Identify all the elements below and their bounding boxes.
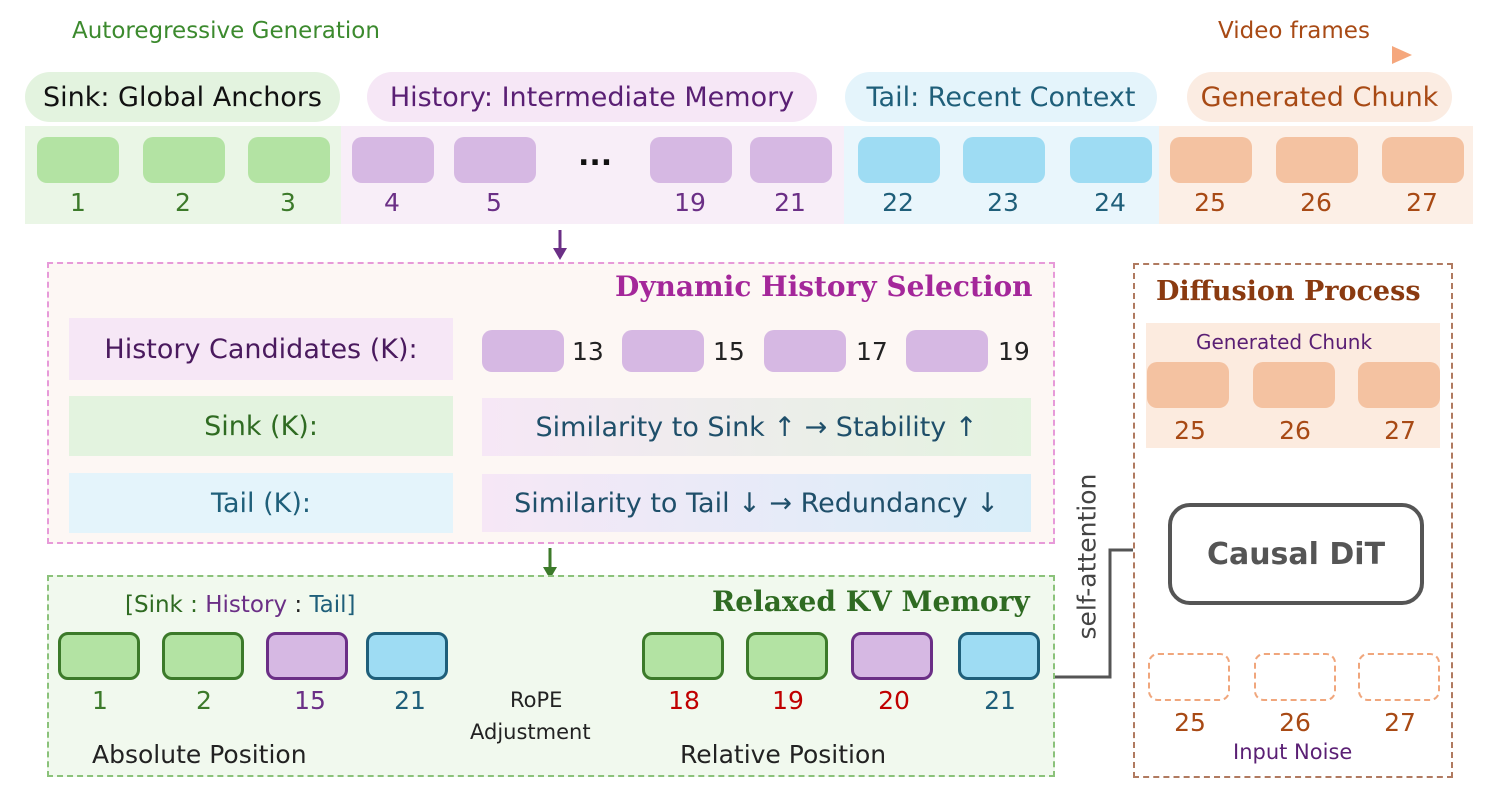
frame-token	[1070, 137, 1152, 183]
memory-token	[366, 632, 448, 680]
frame-token	[1170, 137, 1252, 183]
frame-index: 23	[987, 188, 1019, 217]
candidate-index: 17	[856, 337, 888, 366]
candidate-token	[906, 330, 988, 372]
selection-title: Dynamic History Selection	[615, 270, 1033, 303]
frame-index: 26	[1300, 188, 1332, 217]
rope-label: Adjustment	[470, 720, 591, 744]
candidate-token	[482, 330, 564, 372]
frame-token	[750, 137, 832, 183]
memory-token	[58, 632, 140, 680]
order-bracket: [Sink : History : Tail]	[125, 592, 356, 618]
frame-index: 19	[674, 188, 706, 217]
noise-token	[1358, 653, 1440, 701]
generated-chunk-label: Generated Chunk	[1196, 330, 1373, 354]
absolute-index: 1	[92, 686, 108, 715]
tail-k-label: Tail (K):	[69, 473, 453, 533]
output-index: 26	[1279, 416, 1311, 445]
sink-rule: Similarity to Sink ↑ → Stability ↑	[482, 398, 1031, 456]
diffusion-title: Diffusion Process	[1156, 276, 1421, 307]
frame-token	[963, 137, 1045, 183]
causal-dit-label: Causal DiT	[1206, 536, 1386, 572]
noise-token	[1254, 653, 1336, 701]
frame-index: 4	[384, 188, 400, 217]
memory-token	[851, 632, 933, 680]
frame-token	[352, 137, 434, 183]
frame-token	[37, 137, 119, 183]
candidate-token	[764, 330, 846, 372]
frame-token	[454, 137, 536, 183]
memory-token	[746, 632, 828, 680]
frame-index: 22	[882, 188, 914, 217]
legend-generated: Generated Chunk	[1187, 72, 1452, 122]
frame-index: 2	[175, 188, 191, 217]
tail-rule: Similarity to Tail ↓ → Redundancy ↓	[482, 474, 1031, 532]
absolute-index: 2	[196, 686, 212, 715]
candidate-index: 13	[572, 337, 604, 366]
legend-sink: Sink: Global Anchors	[25, 72, 340, 122]
frame-token	[650, 137, 732, 183]
absolute-index: 15	[294, 686, 326, 715]
candidate-index: 19	[998, 337, 1030, 366]
order-sink: [Sink :	[125, 592, 206, 618]
relative-position-label: Relative Position	[680, 740, 887, 769]
legend-history: History: Intermediate Memory	[367, 72, 817, 122]
input-noise-label: Input Noise	[1233, 740, 1353, 764]
frame-index: 24	[1094, 188, 1126, 217]
output-token	[1358, 362, 1440, 408]
sink-k-label: Sink (K):	[69, 396, 453, 456]
absolute-position-label: Absolute Position	[92, 740, 307, 769]
memory-token	[642, 632, 724, 680]
candidate-token	[622, 330, 704, 372]
frame-token	[1276, 137, 1358, 183]
ellipsis: ...	[578, 138, 613, 173]
video-frames-label: Video frames	[1218, 18, 1370, 44]
relative-index: 21	[984, 686, 1016, 715]
causal-dit-block: Causal DiT	[1168, 503, 1424, 605]
frame-index: 25	[1194, 188, 1226, 217]
frame-index: 5	[486, 188, 502, 217]
output-index: 25	[1174, 416, 1206, 445]
absolute-index: 21	[394, 686, 426, 715]
frame-token	[143, 137, 225, 183]
memory-token	[266, 632, 348, 680]
candidate-index: 15	[713, 337, 745, 366]
output-token	[1253, 362, 1335, 408]
order-tail: Tail]	[309, 592, 356, 618]
legend-tail: Tail: Recent Context	[845, 72, 1157, 122]
output-token	[1147, 362, 1229, 408]
self-attention-label: self-attention	[1072, 473, 1102, 640]
order-history: History	[205, 592, 288, 618]
candidates-label: History Candidates (K):	[69, 318, 453, 380]
autoregressive-label: Autoregressive Generation	[72, 18, 380, 44]
noise-token	[1148, 653, 1230, 701]
memory-token	[162, 632, 244, 680]
relative-index: 18	[668, 686, 700, 715]
noise-index: 27	[1384, 708, 1416, 737]
frame-index: 27	[1406, 188, 1438, 217]
rope-label: RoPE	[510, 688, 563, 712]
order-sep: :	[287, 592, 310, 618]
noise-index: 26	[1279, 708, 1311, 737]
relative-index: 19	[772, 686, 804, 715]
frame-token	[1382, 137, 1464, 183]
frame-index: 3	[280, 188, 296, 217]
frame-token	[858, 137, 940, 183]
output-index: 27	[1384, 416, 1416, 445]
frame-index: 1	[70, 188, 86, 217]
frame-index: 21	[774, 188, 806, 217]
frame-token	[248, 137, 330, 183]
memory-title: Relaxed KV Memory	[712, 585, 1030, 618]
memory-token	[958, 632, 1040, 680]
noise-index: 25	[1174, 708, 1206, 737]
relative-index: 20	[878, 686, 910, 715]
